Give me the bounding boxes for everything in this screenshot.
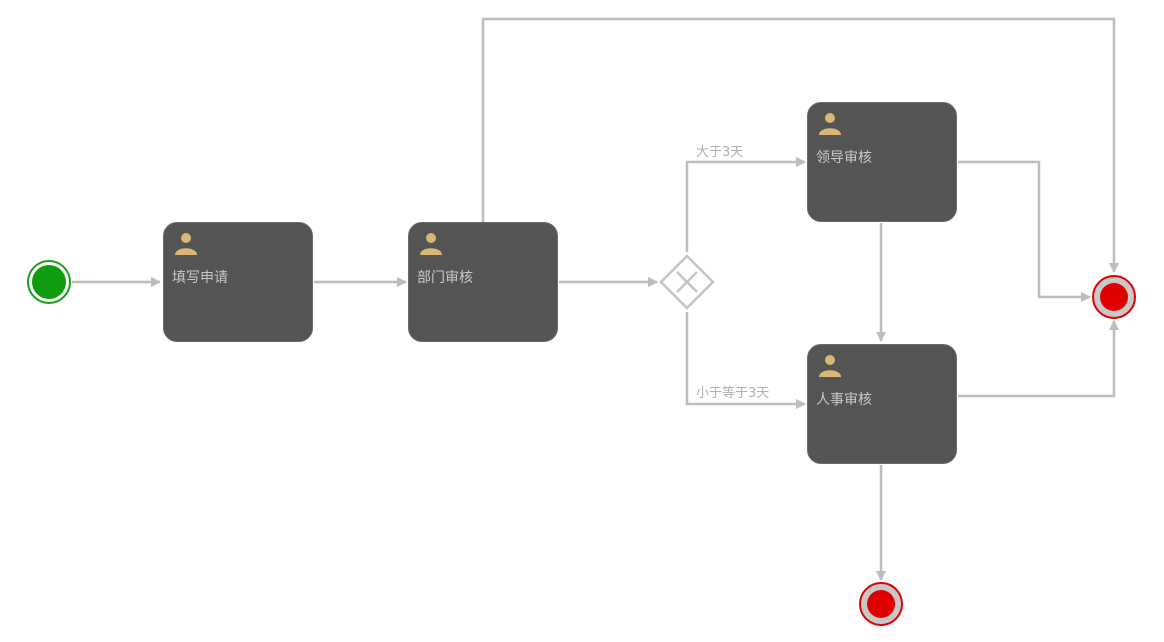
flow-gateway-to-leader[interactable]	[685, 157, 806, 252]
flow-gateway-to-hr[interactable]	[685, 312, 806, 409]
task-fill-application[interactable]: 填写申请	[163, 222, 313, 342]
task-label: 部门审核	[417, 270, 473, 286]
task-label: 人事审核	[816, 392, 872, 408]
condition-label-at-most-3-days[interactable]: 小于等于3天	[696, 386, 770, 401]
user-icon	[175, 233, 197, 255]
end-event-bottom[interactable]	[859, 582, 903, 626]
user-icon	[819, 355, 841, 377]
end-event-right[interactable]	[1092, 275, 1136, 319]
user-icon	[819, 113, 841, 135]
task-leader-review[interactable]: 领导审核	[807, 102, 957, 222]
user-icon	[420, 233, 442, 255]
task-dept-review[interactable]: 部门审核	[408, 222, 558, 342]
gateway-x-icon	[676, 271, 698, 293]
task-label: 领导审核	[816, 150, 872, 166]
task-hr-review[interactable]: 人事审核	[807, 344, 957, 464]
exclusive-gateway[interactable]	[659, 254, 715, 310]
flow-dept-to-end-top[interactable]	[481, 17, 1119, 273]
task-label: 填写申请	[172, 270, 228, 286]
flow-leader-to-end[interactable]	[958, 160, 1091, 302]
condition-label-more-than-3-days[interactable]: 大于3天	[696, 145, 744, 160]
start-event[interactable]	[27, 260, 71, 304]
flow-hr-to-end[interactable]	[958, 320, 1119, 398]
